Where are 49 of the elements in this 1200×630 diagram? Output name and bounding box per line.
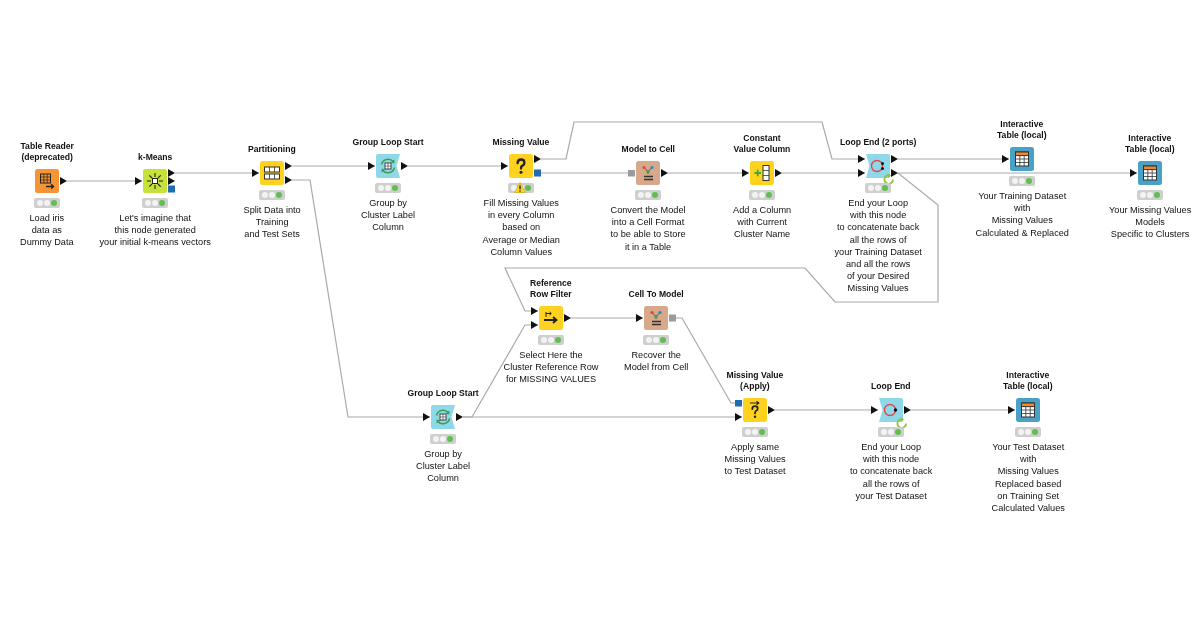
node-title: Reference Row Filter	[530, 278, 572, 300]
node-description: Fill Missing Values in every Column based on Average or Median Column Values	[482, 197, 560, 258]
arrow	[174, 169, 260, 177]
node-description: Let's imagine that this node generated your initial k-means vectors	[99, 212, 211, 249]
node-title: Missing Value (Apply)	[726, 370, 784, 392]
node-title: Loop End (2 ports)	[840, 137, 917, 148]
node-title: Interactive Table (local)	[1003, 370, 1053, 392]
arrow	[462, 413, 743, 421]
node-description: Apply same Missing Values to Test Dataset	[724, 441, 786, 478]
node-title: k-Means	[138, 152, 173, 163]
node-description: Select Here the Cluster Reference Row for MISSING VALUES	[503, 349, 599, 386]
node-title: Constant Value Column	[733, 133, 791, 155]
node-title: Interactive Table (local)	[997, 119, 1047, 141]
node-title: Table Reader (deprecated)	[20, 141, 74, 163]
node-title: Group Loop Start	[352, 137, 424, 148]
arrow	[291, 162, 376, 170]
node-description: Load iris data as Dummy Data	[20, 212, 74, 249]
arrow	[407, 162, 509, 170]
node-description: Group by Cluster Label Column	[416, 448, 471, 485]
node-description: Your Test Dataset with Missing Values Replaced based on Training Set Calculated Values	[991, 441, 1065, 515]
arrow	[910, 406, 1016, 414]
node-title: Missing Value	[492, 137, 550, 148]
node-title: Loop End	[871, 381, 911, 392]
arrow	[667, 169, 750, 177]
arrow	[540, 121, 866, 163]
node-description: End your Loop with this node to concatenate back all the rows of your Training Dataset and all the rows of your Desired Missing Values	[834, 197, 922, 295]
node-description: Recover the Model from Cell	[624, 349, 689, 374]
node-title: Interactive Table (local)	[1125, 133, 1175, 155]
node-description: Group by Cluster Label Column	[361, 197, 416, 234]
node-description: Your Missing Values Models Specific to Clusters	[1109, 204, 1192, 241]
node-description: Add a Column with Current Cluster Name	[733, 204, 792, 241]
arrow	[66, 177, 143, 185]
arrow	[291, 179, 431, 421]
node-description: End your Loop with this node to concatenate back all the rows of your Test Dataset	[850, 441, 933, 502]
connector-line	[540, 169, 636, 177]
arrow	[504, 172, 939, 315]
node-description: Your Training Dataset with Missing Values Calculated & Replaced	[975, 190, 1069, 239]
arrow	[570, 314, 644, 322]
node-title: Model to Cell	[621, 144, 675, 155]
node-description: Split Data into Training and Test Sets	[243, 204, 301, 241]
arrow	[781, 169, 866, 177]
arrow	[897, 169, 1138, 177]
node-description: Convert the Model into a Cell Format to be able to Store it in a Table	[610, 204, 686, 253]
node-title: Cell To Model	[628, 289, 684, 300]
arrow	[897, 155, 1010, 163]
arrow	[774, 406, 879, 414]
node-title: Partitioning	[248, 144, 296, 155]
connector-line	[675, 317, 743, 407]
node-title: Group Loop Start	[407, 388, 479, 399]
